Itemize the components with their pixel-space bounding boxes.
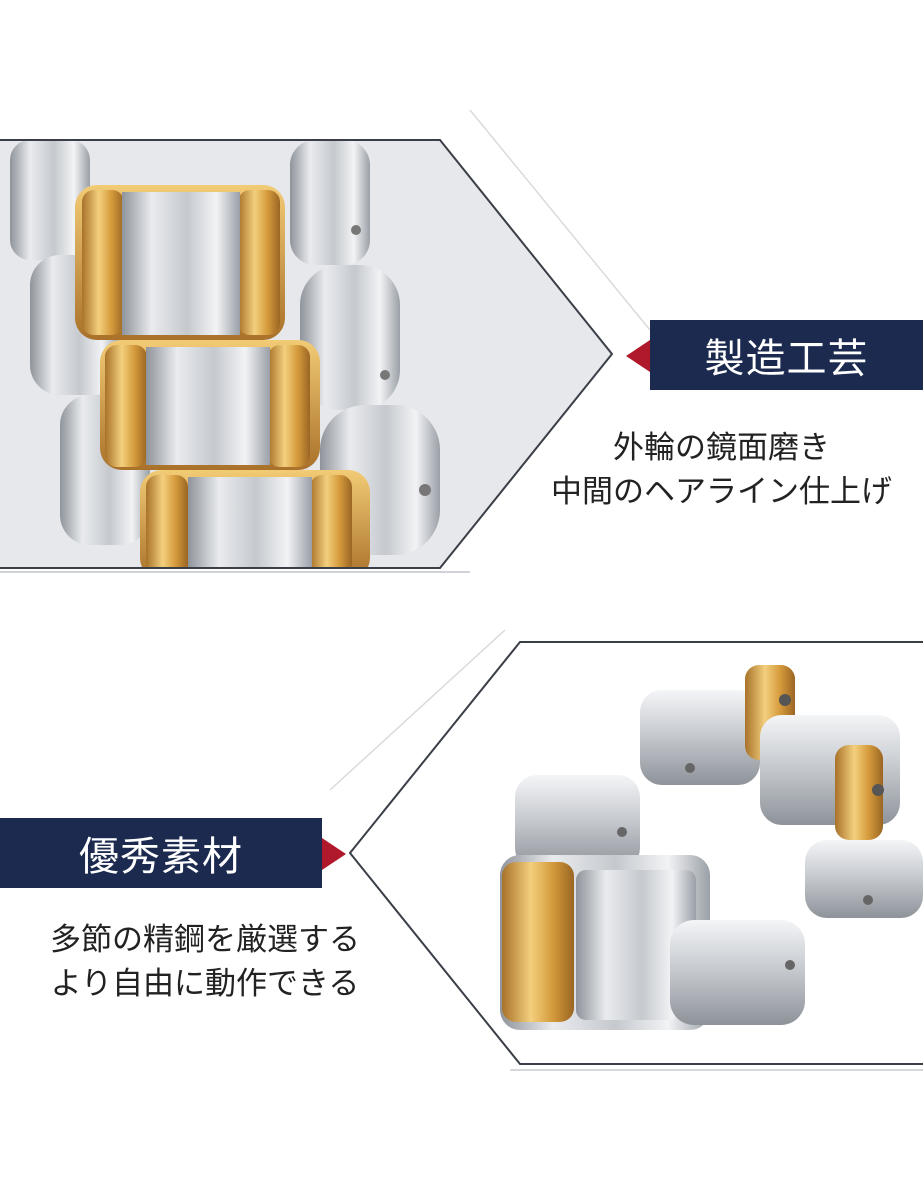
accent-triangle-icon	[322, 838, 346, 870]
caption-line: 中間のヘアライン仕上げ	[551, 474, 892, 510]
caption-line: 外輪の鏡面磨き	[613, 430, 830, 466]
section-caption-material: 多節の精鋼を厳選する より自由に動作できる	[0, 918, 410, 1006]
caption-line: より自由に動作できる	[50, 966, 360, 1002]
bracelet-closeup-image	[0, 140, 612, 568]
section-caption-manufacturing: 外輪の鏡面磨き 中間のヘアライン仕上げ	[520, 426, 923, 514]
bracelet-links-image	[350, 642, 923, 1064]
section-heading-manufacturing: 製造工芸	[650, 320, 923, 390]
caption-line: 多節の精鋼を厳選する	[50, 922, 360, 958]
section-heading-material: 優秀素材	[0, 818, 322, 888]
accent-triangle-icon	[626, 340, 650, 372]
